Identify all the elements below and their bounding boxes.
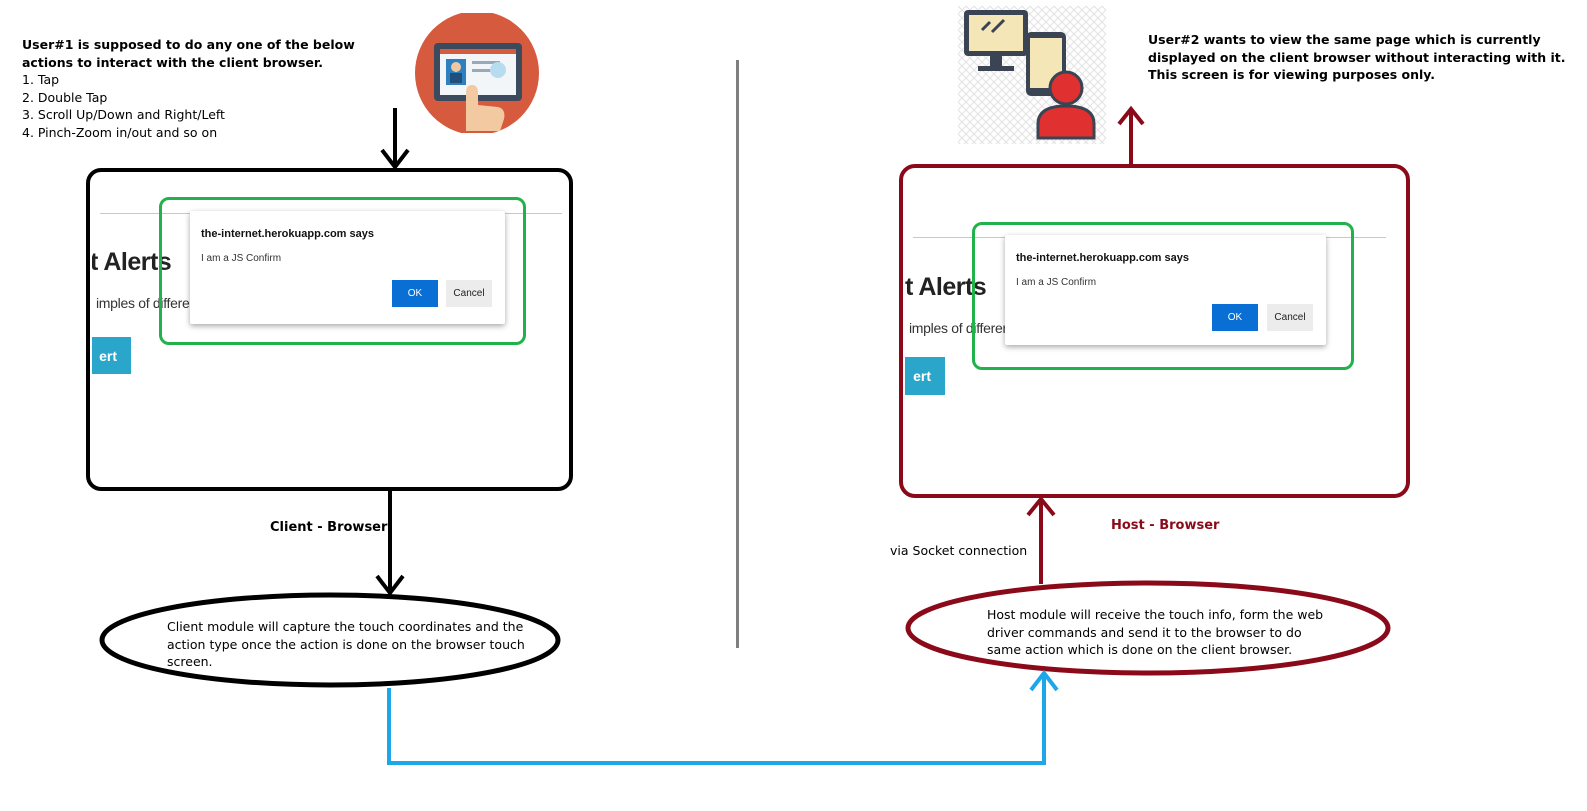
client-page-subtext: imples of different xyxy=(96,295,201,311)
host-page-subtext: imples of different xyxy=(909,320,1014,336)
client-dialog-message: I am a JS Confirm xyxy=(201,253,282,264)
host-confirm-dialog: the-internet.herokuapp.com says I am a J… xyxy=(1005,235,1326,345)
client-confirm-dialog: the-internet.herokuapp.com says I am a J… xyxy=(190,211,505,324)
host-browser-panel: t Alerts imples of different ert the-int… xyxy=(905,170,1404,492)
client-module-text: Client module will capture the touch coo… xyxy=(167,619,525,669)
host-browser-label: Host - Browser xyxy=(1111,518,1220,533)
arrow-client-to-module xyxy=(375,491,405,597)
arrow-module-to-host xyxy=(1026,495,1056,584)
client-page-heading: t Alerts xyxy=(92,248,172,276)
user1-action-list: 1. Tap 2. Double Tap 3. Scroll Up/Down a… xyxy=(22,71,225,141)
user2-description: User#2 wants to view the same page which… xyxy=(1148,32,1566,82)
client-page-button[interactable]: ert xyxy=(92,337,131,374)
host-dialog-message: I am a JS Confirm xyxy=(1016,277,1097,288)
user1-action-pinch-zoom: 4. Pinch-Zoom in/out and so on xyxy=(22,124,218,140)
client-dialog-ok-button[interactable]: OK xyxy=(392,280,438,307)
touch-screen-tablet-icon xyxy=(415,13,539,133)
host-module-ellipse xyxy=(905,580,1391,676)
user1-action-tap: 1. Tap xyxy=(22,72,60,87)
client-browser-panel: t Alerts imples of different ert the-int… xyxy=(92,174,567,485)
section-divider xyxy=(736,60,739,648)
client-dialog-title: the-internet.herokuapp.com says xyxy=(201,228,374,240)
desktop-mobile-user-icon xyxy=(958,6,1106,144)
arrow-host-to-user2 xyxy=(1117,105,1145,164)
host-dialog-title: the-internet.herokuapp.com says xyxy=(1016,252,1189,264)
arrow-user1-to-client xyxy=(380,108,410,171)
client-dialog-highlight xyxy=(159,197,526,345)
host-dialog-cancel-button[interactable]: Cancel xyxy=(1267,304,1313,331)
host-page-button[interactable]: ert xyxy=(905,357,945,395)
socket-connection-label: via Socket connection xyxy=(890,543,1028,558)
client-browser-label: Client - Browser xyxy=(270,520,388,535)
host-module-text: Host module will receive the touch info,… xyxy=(987,607,1324,657)
host-browser-frame xyxy=(899,164,1410,498)
host-dialog-ok-button[interactable]: OK xyxy=(1212,304,1258,331)
user1-description: User#1 is supposed to do any one of the … xyxy=(22,37,355,70)
user1-action-double-tap: 2. Double Tap xyxy=(22,89,108,105)
host-dialog-highlight xyxy=(972,222,1354,370)
client-module-ellipse xyxy=(99,592,561,688)
socket-connector-arrow xyxy=(387,669,1059,765)
client-dialog-cancel-button[interactable]: Cancel xyxy=(446,280,492,307)
client-browser-frame xyxy=(86,168,573,491)
user1-action-scroll: 3. Scroll Up/Down and Right/Left xyxy=(22,107,225,122)
